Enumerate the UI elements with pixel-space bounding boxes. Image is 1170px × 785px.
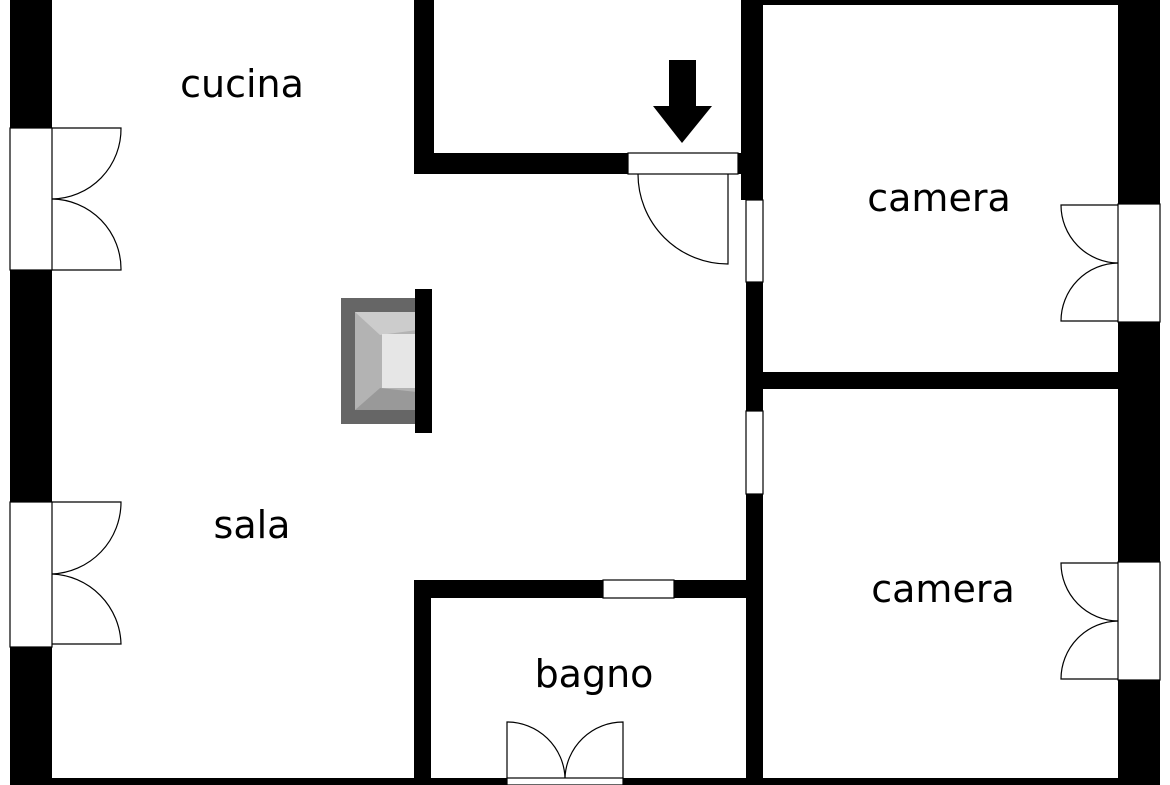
swing-cucina-bottom <box>51 198 122 271</box>
arrow-down-icon <box>653 60 712 143</box>
room-labels: cucina sala camera camera bagno <box>180 62 1015 696</box>
window-swings <box>51 127 1119 779</box>
label-cucina: cucina <box>180 62 304 106</box>
door-bagno <box>602 579 675 599</box>
swing-camera-bottom-b <box>1060 620 1119 680</box>
door-camera-bottom <box>745 410 764 495</box>
door-camera-top <box>745 199 764 283</box>
swing-entrance-door <box>637 173 729 265</box>
wall-left <box>10 0 52 785</box>
wall-camera-divider <box>746 372 1160 389</box>
wall-bagno-left <box>414 580 431 785</box>
swing-bagno-b <box>564 721 624 779</box>
wall-bagno-top <box>414 580 763 598</box>
entrance-door-gap <box>627 152 739 175</box>
swing-camera-top-a <box>1060 204 1119 264</box>
wall-closet-left <box>414 0 434 174</box>
window-cucina <box>9 127 53 271</box>
wall-closet-right <box>741 0 763 200</box>
wall-top-camera <box>746 0 1160 5</box>
swing-camera-top-b <box>1060 262 1119 322</box>
fireplace-icon <box>341 289 432 433</box>
label-camera-bottom: camera <box>871 567 1014 611</box>
window-bagno <box>506 777 624 785</box>
swing-camera-bottom-a <box>1060 562 1119 622</box>
swing-sala-bottom <box>51 573 122 645</box>
window-camera-top <box>1117 203 1161 323</box>
swing-bagno-a <box>506 721 566 779</box>
window-camera-bottom <box>1117 561 1161 681</box>
swing-sala-top <box>51 501 122 575</box>
label-sala: sala <box>214 503 291 547</box>
label-camera-top: camera <box>867 176 1010 220</box>
windows <box>9 127 1161 785</box>
window-sala <box>9 501 53 648</box>
swing-cucina-top <box>51 127 122 200</box>
label-bagno: bagno <box>535 652 654 696</box>
